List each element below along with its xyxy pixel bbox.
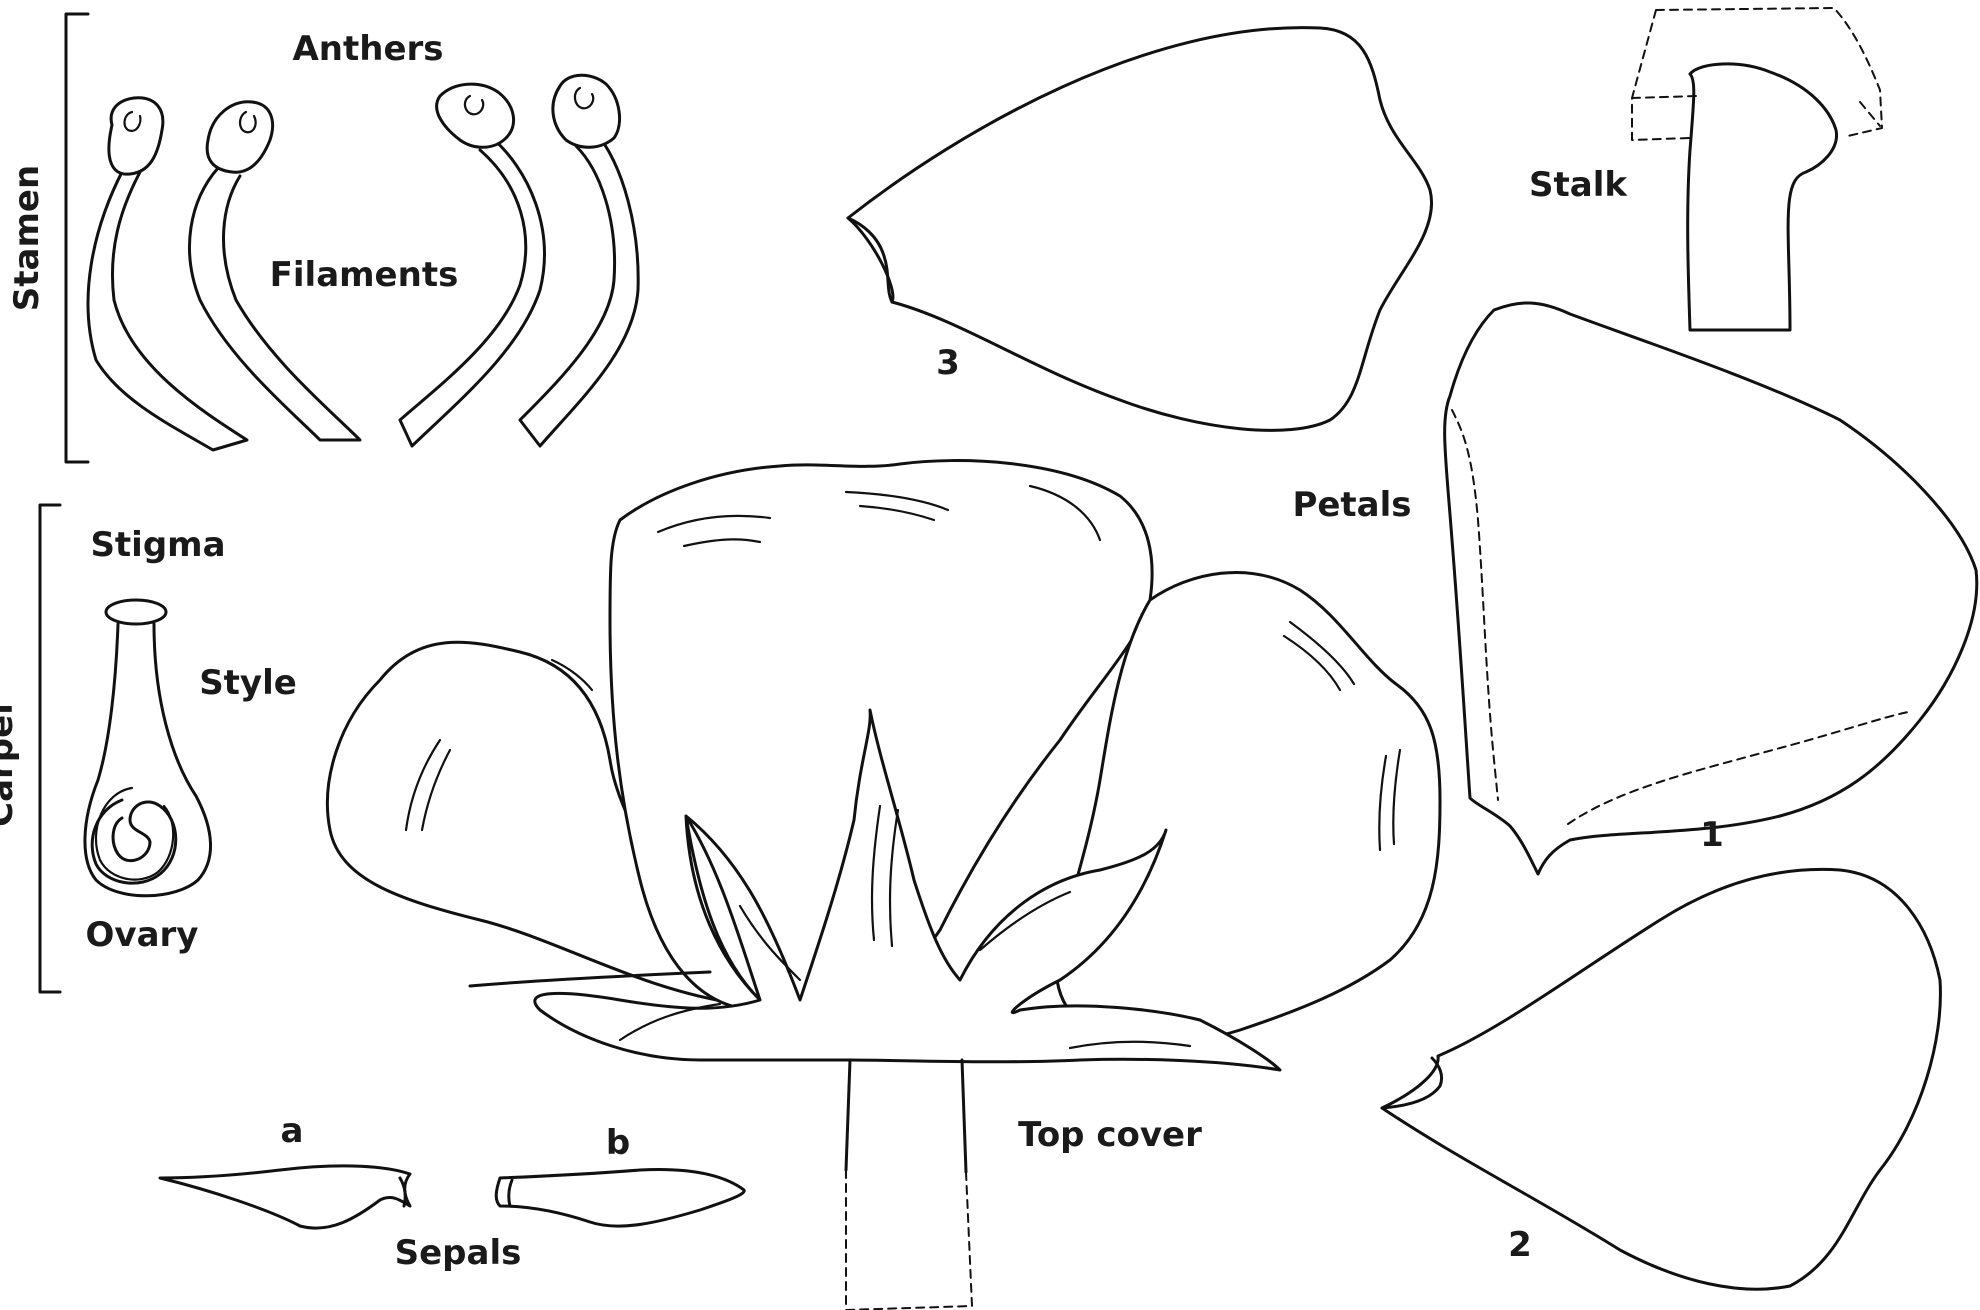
petal-3-number: 3 bbox=[936, 343, 960, 383]
style bbox=[85, 624, 211, 896]
stalk-part: Stalk bbox=[1529, 8, 1882, 330]
petal-1-number: 1 bbox=[1700, 815, 1724, 855]
assembled-flower: Top cover bbox=[327, 461, 1440, 1310]
stigma-label: Stigma bbox=[90, 525, 225, 565]
petal-1-outline bbox=[1445, 303, 1977, 874]
stamen-label: Stamen bbox=[7, 165, 47, 311]
sepal-b bbox=[496, 1170, 744, 1227]
ovary-label: Ovary bbox=[86, 915, 199, 955]
flower-stem-dashed bbox=[846, 1170, 972, 1310]
style-label: Style bbox=[199, 663, 297, 703]
ovary bbox=[92, 800, 176, 883]
filament-4 bbox=[520, 130, 638, 446]
anthers-label: Anthers bbox=[292, 29, 443, 69]
carpel-label: Carpel bbox=[0, 703, 21, 827]
filament-1 bbox=[88, 170, 247, 450]
filaments-label: Filaments bbox=[270, 255, 459, 295]
stamen-bracket bbox=[66, 14, 88, 462]
petal-2: 2 bbox=[1382, 869, 1940, 1289]
sepal-a-marker: a bbox=[281, 1111, 304, 1151]
stamen-group: Stamen Anthers Filaments bbox=[7, 14, 638, 462]
anther-4 bbox=[553, 75, 620, 147]
sepals-group: a b Sepals bbox=[160, 1111, 744, 1273]
carpel-bracket bbox=[40, 505, 60, 992]
sepals-label: Sepals bbox=[395, 1233, 522, 1273]
stalk-label: Stalk bbox=[1529, 165, 1628, 205]
petal-2-outline bbox=[1382, 869, 1940, 1289]
carpel-group: Carpel Stigma Style Ovary bbox=[0, 505, 297, 992]
petal-1: 1 bbox=[1445, 303, 1977, 874]
anther-2 bbox=[207, 102, 272, 172]
stalk-dashed-top bbox=[1632, 8, 1882, 140]
petals-label: Petals bbox=[1292, 485, 1411, 525]
sepal-a bbox=[160, 1166, 410, 1228]
petal-2-number: 2 bbox=[1508, 1225, 1532, 1265]
stigma bbox=[106, 600, 166, 624]
petal-1-dashed-edge bbox=[1452, 410, 1498, 800]
petal-3: 3 bbox=[848, 28, 1432, 431]
stalk-outline bbox=[1688, 64, 1837, 330]
stamen-4 bbox=[520, 75, 638, 446]
flower-stem bbox=[846, 1060, 850, 1170]
top-cover-label: Top cover bbox=[1018, 1115, 1202, 1155]
filament-2 bbox=[190, 168, 360, 440]
sepal-b-marker: b bbox=[606, 1123, 630, 1163]
anther-1 bbox=[109, 98, 163, 174]
anther-3 bbox=[437, 84, 514, 147]
